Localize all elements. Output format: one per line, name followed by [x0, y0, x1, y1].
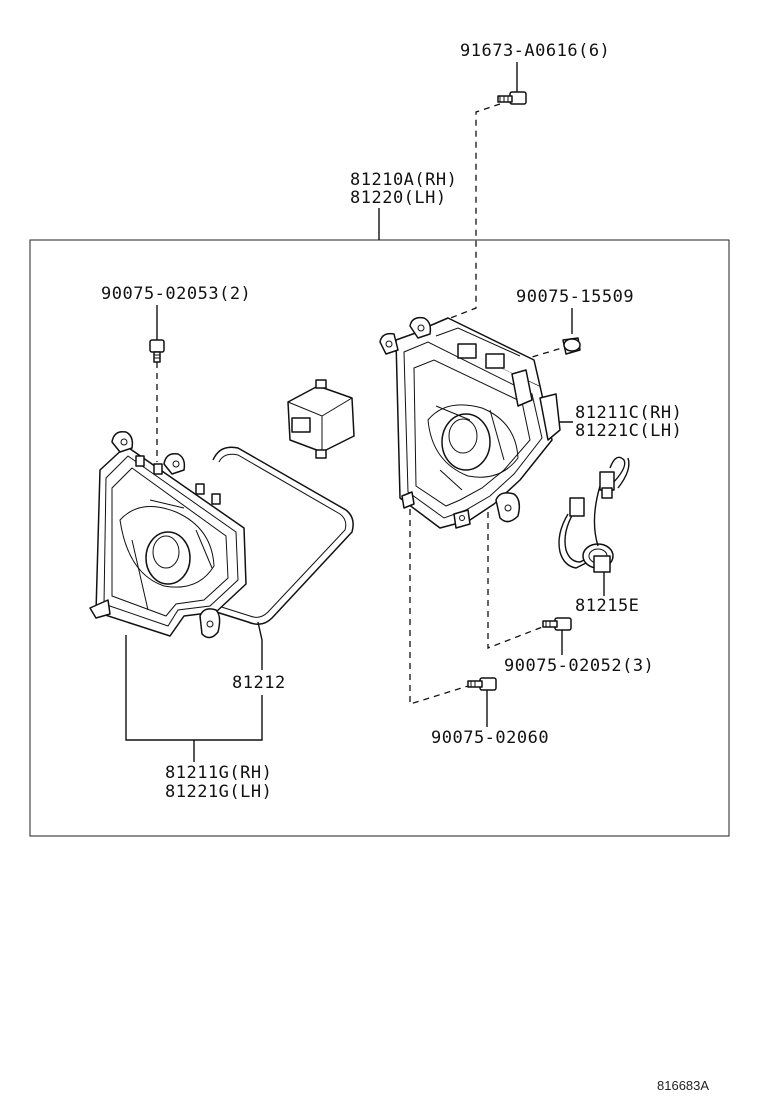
- label-lens-lh: 81221G(LH): [165, 782, 272, 802]
- screw-mid-icon: [542, 617, 572, 631]
- label-screw-bottom: 90075-02060: [431, 728, 549, 748]
- label-housing-lh: 81221C(LH): [575, 421, 682, 441]
- screw-top-icon: [497, 91, 527, 105]
- screw-left-icon: [149, 339, 165, 363]
- label-assy-rh: 81210A(RH): [350, 170, 457, 190]
- label-cap: 90075-15509: [516, 287, 634, 307]
- lens-unit-icon: [89, 430, 247, 639]
- label-housing-rh: 81211C(RH): [575, 403, 682, 423]
- dash-mid-screw: [487, 512, 546, 649]
- label-gasket: 81212: [232, 673, 286, 693]
- dash-cap: [521, 347, 563, 361]
- label-screw-mid: 90075-02052(3): [504, 656, 654, 676]
- screw-bottom-icon: [467, 677, 497, 691]
- label-socket: 81215E: [575, 596, 639, 616]
- cap-icon: [562, 337, 581, 355]
- dash-top-screw: [419, 103, 501, 331]
- label-screw-top: 91673-A0616(6): [460, 41, 610, 61]
- label-screw-left: 90075-02053(2): [101, 284, 251, 304]
- leader-gasket: [257, 621, 263, 670]
- figure-ref: 816683A: [657, 1078, 709, 1093]
- housing-icon: [379, 316, 561, 529]
- gasket-icon: [209, 446, 354, 625]
- label-lens-rh: 81211G(RH): [165, 763, 272, 783]
- socket-icon: [558, 456, 630, 573]
- dash-bottom-screw: [409, 498, 469, 705]
- label-assy-lh: 81220(LH): [350, 188, 447, 208]
- module-icon: [287, 379, 355, 459]
